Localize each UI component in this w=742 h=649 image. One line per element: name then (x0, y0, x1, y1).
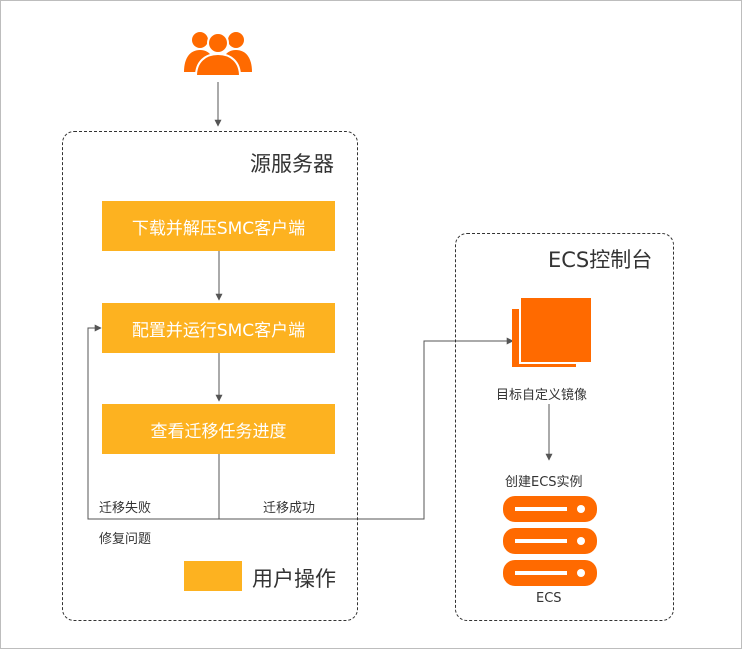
step-view-progress: 查看迁移任务进度 (102, 404, 335, 454)
legend-label: 用户操作 (252, 567, 336, 591)
source-server-group (62, 131, 358, 621)
ecs-label: ECS (536, 591, 562, 606)
ecs-console-group (455, 233, 674, 621)
server-stack-icon (503, 496, 597, 586)
step-configure-run-smc: 配置并运行SMC客户端 (102, 303, 335, 353)
source-server-title: 源服务器 (250, 152, 334, 176)
target-image-label: 目标自定义镜像 (496, 388, 588, 403)
migration-failed-label: 迁移失败 (99, 501, 152, 516)
arrow-success-to-image (218, 337, 514, 520)
ecs-console-title: ECS控制台 (548, 248, 653, 272)
legend-swatch (184, 561, 242, 591)
step-download-smc: 下载并解压SMC客户端 (102, 201, 335, 251)
users-group-icon (176, 26, 260, 78)
create-ecs-label: 创建ECS实例 (505, 475, 583, 490)
fix-issue-label: 修复问题 (99, 532, 152, 547)
migration-success-label: 迁移成功 (263, 501, 316, 516)
stacked-image-icon (512, 296, 593, 369)
